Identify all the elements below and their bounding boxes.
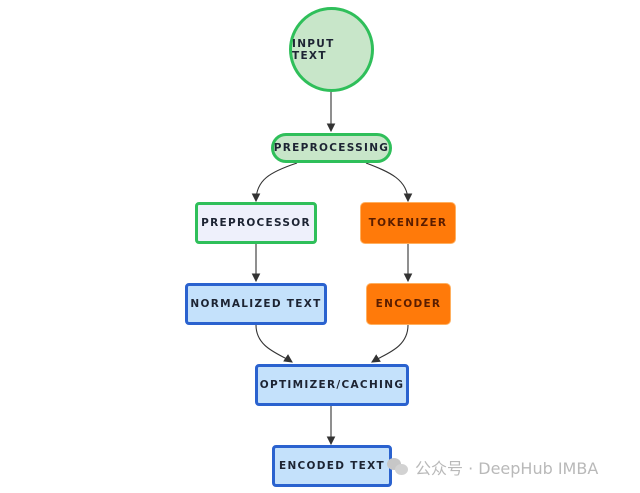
node-preprocessor[interactable]: PREPROCESSOR <box>195 202 317 244</box>
node-encoder[interactable]: ENCODER <box>366 283 451 325</box>
edge-preprocessing-tokenizer <box>365 162 413 203</box>
node-label: PREPROCESSING <box>273 142 390 154</box>
edge-preprocessing-preprocessor <box>251 162 298 203</box>
edge-encoder-optimizer <box>371 324 409 363</box>
node-encoded-text[interactable]: ENCODED TEXT <box>272 445 392 487</box>
node-tokenizer[interactable]: TOKENIZER <box>360 202 456 244</box>
node-label: TOKENIZER <box>368 217 448 229</box>
node-preprocessing[interactable]: PREPROCESSING <box>271 133 392 163</box>
node-label: PREPROCESSOR <box>201 217 311 229</box>
node-label: INPUT TEXT <box>292 37 335 62</box>
node-optimizer-caching[interactable]: OPTIMIZER/CACHING <box>255 364 409 406</box>
watermark: 公众号 · DeepHub IMBA <box>387 455 598 479</box>
node-label: ENCODER <box>375 298 442 310</box>
watermark-text: 公众号 · DeepHub IMBA <box>415 459 599 478</box>
node-label: NORMALIZED TEXT <box>190 298 322 310</box>
edge-normalized-optimizer <box>255 324 293 363</box>
node-input-text[interactable]: INPUT TEXT <box>289 7 374 92</box>
node-normalized-text[interactable]: NORMALIZED TEXT <box>185 283 327 325</box>
wechat-icon <box>387 458 409 476</box>
node-label: OPTIMIZER/CACHING <box>259 379 405 391</box>
node-label: ENCODED TEXT <box>278 460 386 472</box>
